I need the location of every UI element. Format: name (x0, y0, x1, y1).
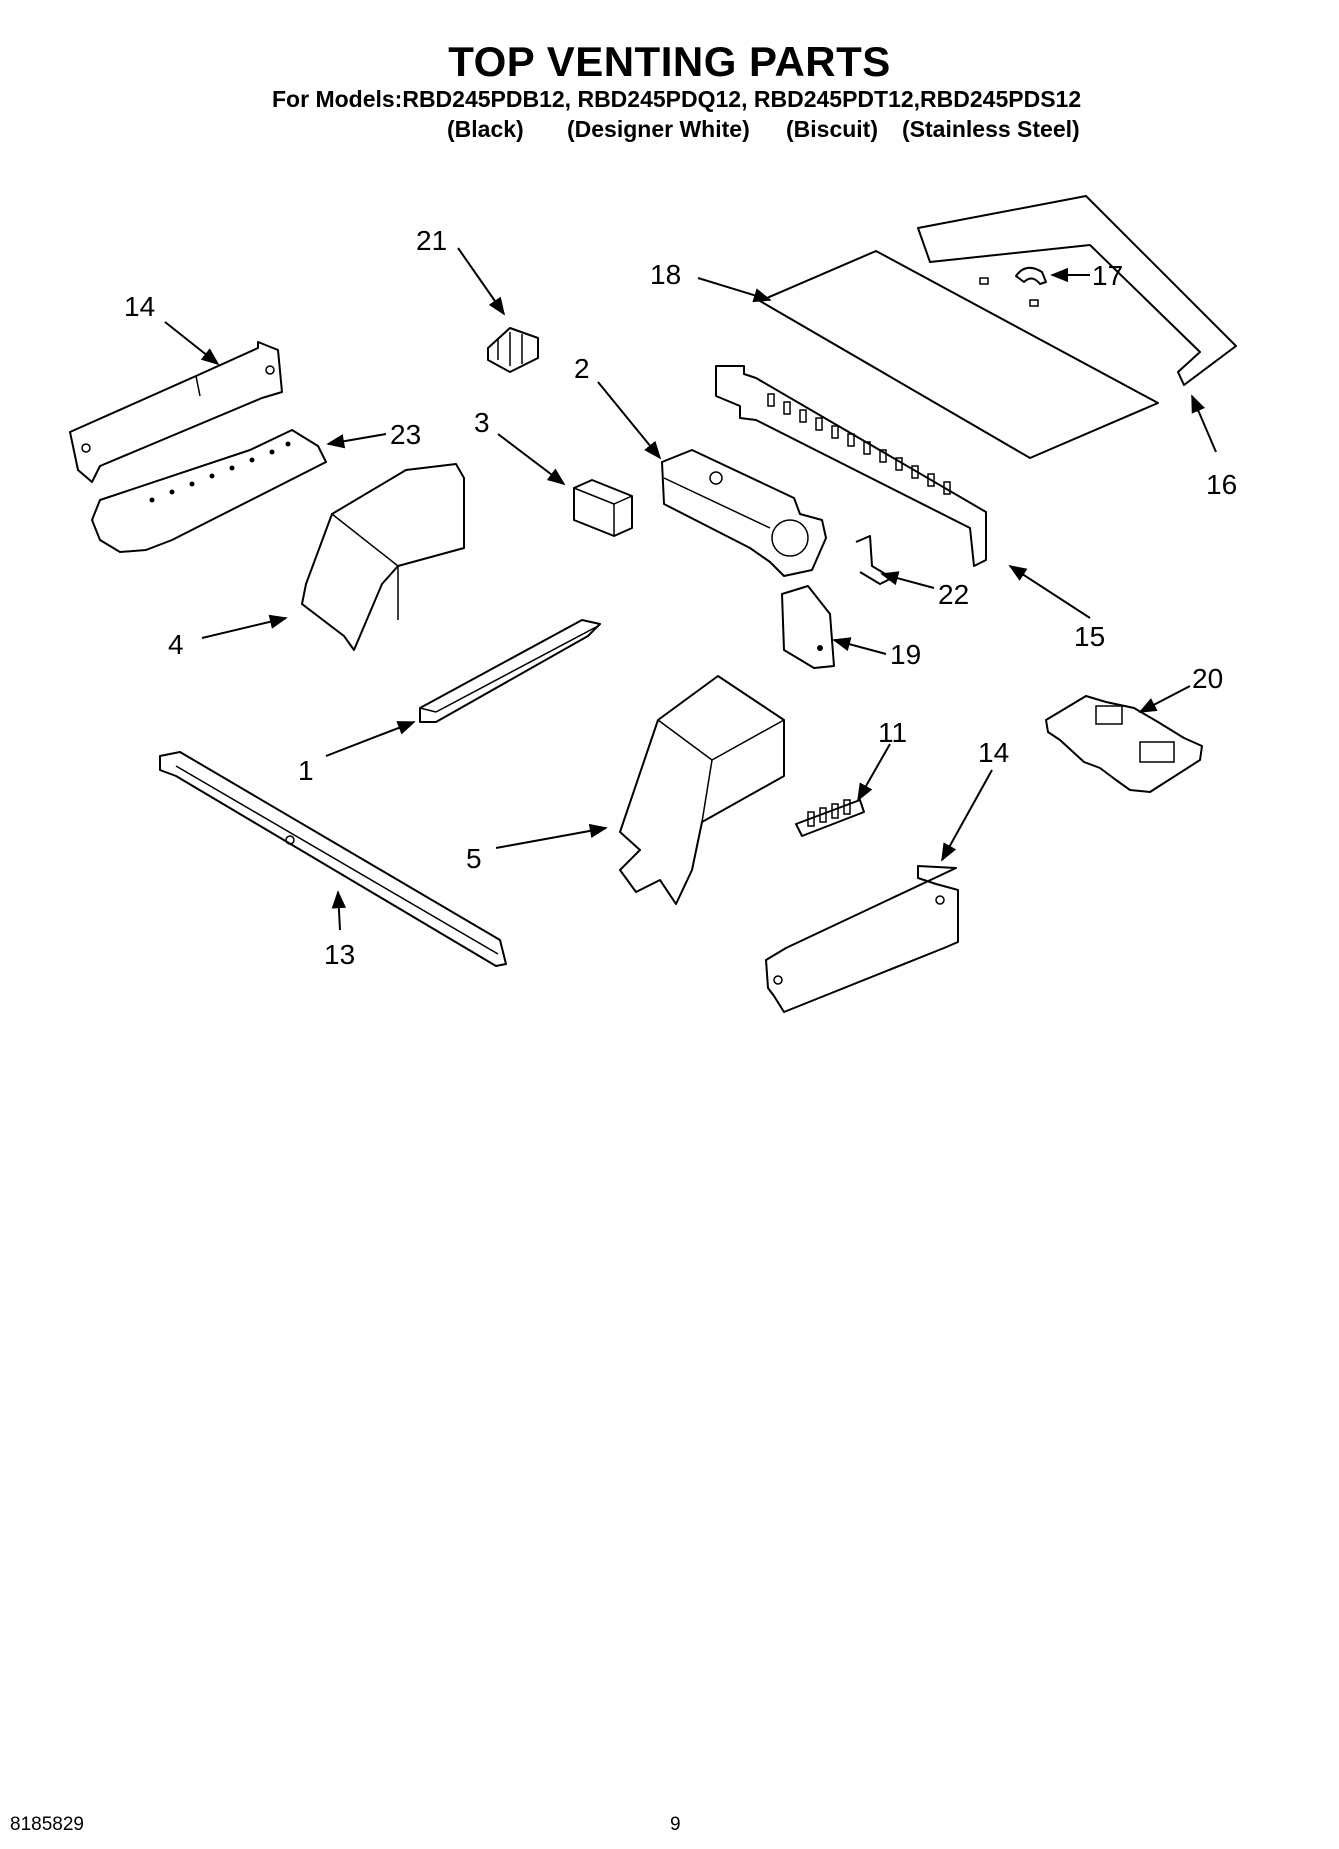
callout-2: 2 (574, 353, 590, 384)
part-11-terminal-strip (795, 799, 865, 837)
part-15-perforated-rail (715, 365, 987, 567)
variant-stainless-steel: (Stainless Steel) (902, 116, 1080, 142)
callout-21: 21 (416, 225, 447, 256)
callout-3: 3 (474, 407, 490, 438)
callout-15: 15 (1074, 621, 1105, 652)
page-title: TOP VENTING PARTS (448, 38, 891, 85)
part-20-control-board-bracket (1045, 695, 1203, 793)
part-2-vent-motor-assembly (661, 449, 827, 577)
part-18-vent-cover (759, 250, 1159, 459)
callout-18: 18 (650, 259, 681, 290)
document-number: 8185829 (10, 1814, 84, 1835)
callout-16: 16 (1206, 469, 1237, 500)
part-13-front-rail (159, 751, 507, 967)
callout-23: 23 (390, 419, 421, 450)
leader-lines (164, 247, 1217, 931)
variant-designer-white: (Designer White) (567, 116, 750, 142)
part-1-foam-strip (419, 619, 601, 723)
part-14-side-bracket-left (69, 341, 283, 483)
part-22-small-bracket (855, 535, 893, 585)
part-17-clip (1015, 266, 1047, 285)
callout-17: 17 (1092, 260, 1123, 291)
callout-4: 4 (168, 629, 184, 660)
callout-22: 22 (938, 579, 969, 610)
part-3-insulation-block (573, 479, 633, 537)
part-19-insulation-pad (781, 585, 835, 669)
callout-11: 11 (878, 717, 907, 748)
callout-20: 20 (1192, 663, 1223, 694)
part-21-terminal-block (487, 327, 539, 373)
callout-19: 19 (890, 639, 921, 670)
callout-14-top: 14 (124, 291, 155, 322)
variant-biscuit: (Biscuit) (786, 116, 878, 142)
callout-5: 5 (466, 843, 482, 874)
callout-1: 1 (298, 755, 314, 786)
callout-13: 13 (324, 939, 355, 970)
part-4-air-duct (301, 463, 465, 651)
models-line: For Models:RBD245PDB12, RBD245PDQ12, RBD… (272, 86, 1082, 112)
callout-14-bottom: 14 (978, 737, 1009, 768)
part-23-base-plate (91, 429, 327, 553)
variant-black: (Black) (447, 116, 524, 142)
page-number: 9 (670, 1814, 681, 1835)
part-5-lower-duct (619, 675, 785, 905)
part-16-panel (917, 195, 1237, 386)
part-14-side-bracket-right (765, 865, 959, 1013)
